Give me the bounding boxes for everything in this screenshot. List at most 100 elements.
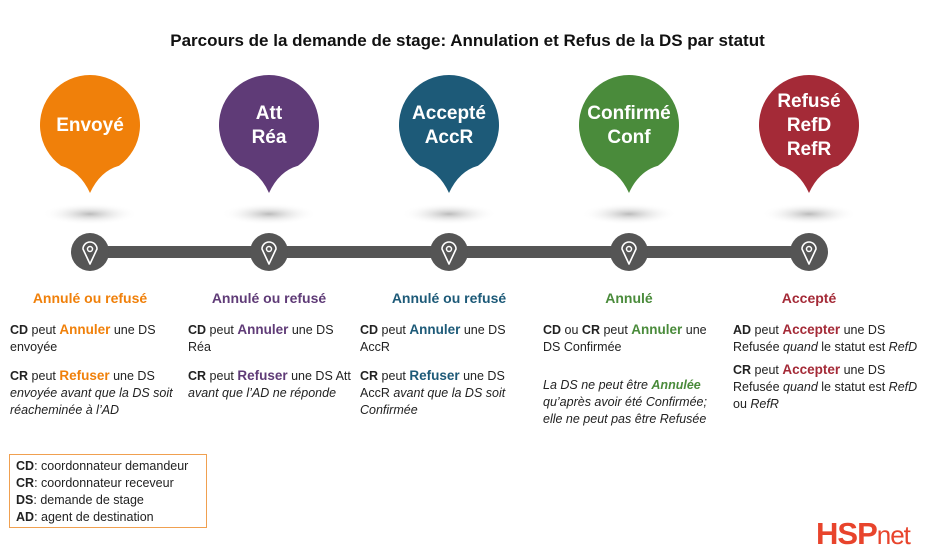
legend-text: : demande de stage (33, 493, 144, 507)
pin-shadow (401, 203, 497, 225)
text-run: peut (378, 369, 410, 383)
text-run: CR (733, 363, 752, 377)
text-run: ou (733, 397, 751, 411)
status-description: CD peut Annuler une DS Réa CR peut Refuse… (188, 321, 353, 413)
pin-label-line: Réa (251, 127, 287, 148)
text-run: AD (733, 323, 752, 337)
location-pin-icon (621, 241, 637, 265)
text-run: CR (10, 369, 29, 383)
text-run: Accepter (782, 322, 841, 337)
legend-item: AD: agent de destination (16, 509, 200, 526)
description-paragraph: AD peut Accepter une DS Refusée quand le… (733, 321, 931, 356)
text-run: Refuser (237, 368, 288, 383)
text-run: peut (378, 323, 410, 337)
text-run: quand (783, 380, 818, 394)
pin-label: Envoyé (30, 114, 150, 138)
pin-label-line: Envoyé (56, 115, 124, 136)
location-pin-icon (441, 241, 457, 265)
text-run: une DS AccR (360, 323, 506, 354)
text-run: RefD (888, 380, 918, 394)
text-run: une DS Confirmée (543, 323, 707, 354)
text-run: peut (28, 369, 60, 383)
text-run: peut (751, 323, 783, 337)
text-run: Accepter (782, 362, 841, 377)
text-run: une DS Refusée (733, 363, 886, 394)
status-pin (219, 75, 319, 193)
text-run: une DS (109, 369, 155, 383)
text-run: quand (783, 340, 818, 354)
pin-label-line: Confirmé (587, 103, 671, 124)
legend-text: : coordonnateur demandeur (34, 459, 189, 473)
description-paragraph: CD peut Annuler une DS AccR (360, 321, 528, 356)
legend-item: DS: demande de stage (16, 492, 200, 509)
pin-label-line: AccR (424, 127, 474, 148)
hspnet-logo: HSPnet (816, 516, 911, 552)
description-paragraph: La DS ne peut être Annulée qu’après avoi… (543, 377, 721, 428)
text-run: peut (751, 363, 783, 377)
status-pin (759, 74, 859, 193)
text-run: Annuler (237, 322, 289, 337)
text-run: une DS envoyée (10, 323, 156, 354)
status-heading: Accepté (781, 290, 837, 306)
timeline-node (71, 233, 109, 271)
pin-label-line: Att (255, 103, 283, 124)
status-heading: Annulé (605, 290, 653, 306)
text-run: CR (581, 323, 600, 337)
logo-part1: HSP (816, 516, 878, 551)
description-paragraph: CR peut Refuser une DS Att avant que l’A… (188, 367, 353, 402)
timeline-node (790, 233, 828, 271)
legend-abbr: CD (16, 459, 35, 473)
text-run: Annuler (409, 322, 461, 337)
description-paragraph: CR peut Refuser une DS envoyée avant que… (10, 367, 178, 419)
description-paragraph: CD peut Annuler une DS Réa (188, 321, 353, 356)
text-run: une DS Att (287, 369, 351, 383)
status-description: CD peut Annuler une DS AccR CR peut Refus… (360, 321, 528, 430)
text-run: une DS Refusée (733, 323, 886, 354)
pin-label-line: Refusé (777, 91, 841, 112)
status-pin (579, 74, 680, 193)
status-description: CD peut Annuler une DS envoyée CR peut Re… (10, 321, 178, 430)
text-run: peut (206, 369, 238, 383)
description-paragraph: CD peut Annuler une DS envoyée (10, 321, 178, 356)
text-run: peut (206, 323, 238, 337)
text-run: La DS ne peut être (543, 378, 652, 392)
legend-abbr: DS (16, 493, 34, 507)
status-heading: Annulé ou refusé (391, 290, 507, 306)
location-pin-icon (82, 241, 98, 265)
text-run: qu’après avoir été Confirmée; elle ne pe… (543, 395, 707, 426)
status-pin (40, 74, 141, 193)
legend-abbr: AD (16, 510, 35, 524)
timeline-node (610, 233, 648, 271)
location-pin-icon (801, 241, 817, 265)
pin-shadow (581, 203, 677, 225)
text-run: Annulée (651, 378, 701, 392)
pin-label-line: Conf (607, 127, 651, 148)
description-paragraph: CD ou CR peut Annuler une DS Confirmée (543, 321, 721, 356)
text-run: Annuler (631, 322, 683, 337)
text-run: RefR (750, 397, 779, 411)
status-heading: Annulé ou refusé (211, 290, 327, 306)
pin-label-line: RefD (786, 115, 832, 136)
text-run: CD (360, 323, 379, 337)
text-run: CR (360, 369, 379, 383)
text-run: CD (10, 323, 29, 337)
status-heading: Annulé ou refusé (32, 290, 148, 306)
pin-label-line: RefR (786, 139, 832, 160)
text-run: une DS Réa (188, 323, 334, 354)
text-run: ou (561, 323, 582, 337)
description-paragraph: CR peut Accepter une DS Refusée quand le… (733, 361, 931, 413)
text-run: CD (543, 323, 562, 337)
text-run: RefD (888, 340, 918, 354)
text-run: avant que l’AD ne réponde (188, 386, 337, 400)
text-run: CD (188, 323, 207, 337)
status-pin (398, 74, 499, 193)
description-paragraph: CR peut Refuser une DS AccR avant que la… (360, 367, 528, 419)
text-run: peut (599, 323, 632, 337)
pin-shadow (761, 203, 857, 225)
legend-item: CR: coordonnateur receveur (16, 475, 200, 492)
